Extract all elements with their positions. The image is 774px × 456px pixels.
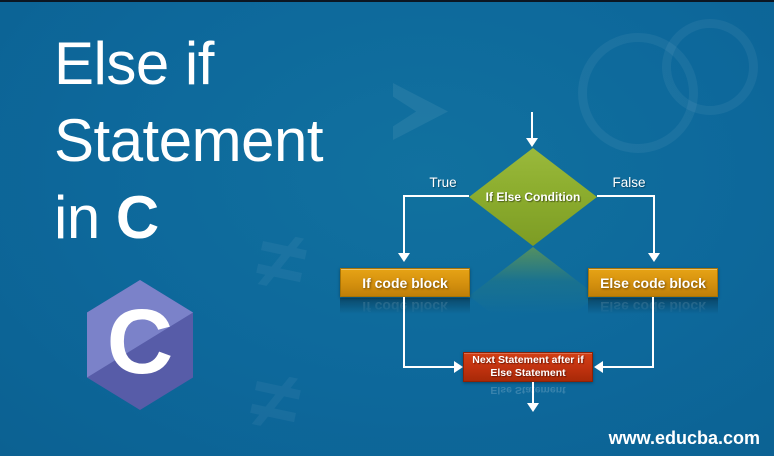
title-line-1: Else if — [54, 30, 214, 97]
arrow-down-icon — [526, 138, 538, 147]
next-statement-box: Next Statement after if Else Statement — [463, 352, 593, 382]
condition-diamond: If Else Condition — [469, 148, 597, 246]
arrow-down-icon — [527, 403, 539, 412]
flow-line-if-to-next — [403, 366, 454, 368]
top-border-line — [0, 0, 774, 2]
condition-label: If Else Condition — [485, 190, 581, 204]
next-box-reflection-text: Else Statement — [490, 384, 566, 396]
flow-line-entry — [531, 112, 533, 140]
flow-line-false-vertical — [653, 195, 655, 254]
flow-line-true-vertical — [403, 195, 405, 254]
true-branch-label: True — [429, 175, 457, 190]
arrow-left-icon — [594, 361, 603, 373]
else-code-block-box: Else code block — [588, 268, 718, 297]
c-language-logo: C — [87, 280, 193, 410]
flow-line-else-down — [652, 297, 654, 367]
circle-ring-icon — [662, 19, 758, 115]
flow-line-false-horizontal — [597, 195, 655, 197]
next-statement-line-2: Else Statement — [490, 367, 566, 379]
diamond-reflection — [469, 247, 597, 345]
flow-line-exit — [532, 382, 534, 404]
page-title: Else if Statement in C — [54, 25, 324, 256]
next-statement-line-1: Next Statement after if — [472, 354, 584, 366]
if-box-reflection-text: If code block — [362, 299, 448, 315]
false-branch-label: False — [612, 175, 646, 190]
logo-letter: C — [106, 290, 174, 393]
arrow-down-icon — [648, 253, 660, 262]
chevron-right-icon — [393, 83, 448, 140]
arrow-right-icon — [454, 361, 463, 373]
title-line-2: Statement — [54, 107, 324, 174]
title-line-3: in C — [54, 184, 159, 251]
flow-line-else-to-next — [603, 366, 654, 368]
if-box-reflection — [340, 298, 470, 314]
not-equal-icon: ≠ — [242, 349, 309, 453]
website-watermark: www.educba.com — [608, 428, 760, 448]
arrow-down-icon — [398, 253, 410, 262]
title-c-bold: C — [115, 184, 159, 251]
flow-line-true-horizontal — [403, 195, 469, 197]
flow-line-if-down — [403, 297, 405, 367]
if-code-block-box: If code block — [340, 268, 470, 297]
